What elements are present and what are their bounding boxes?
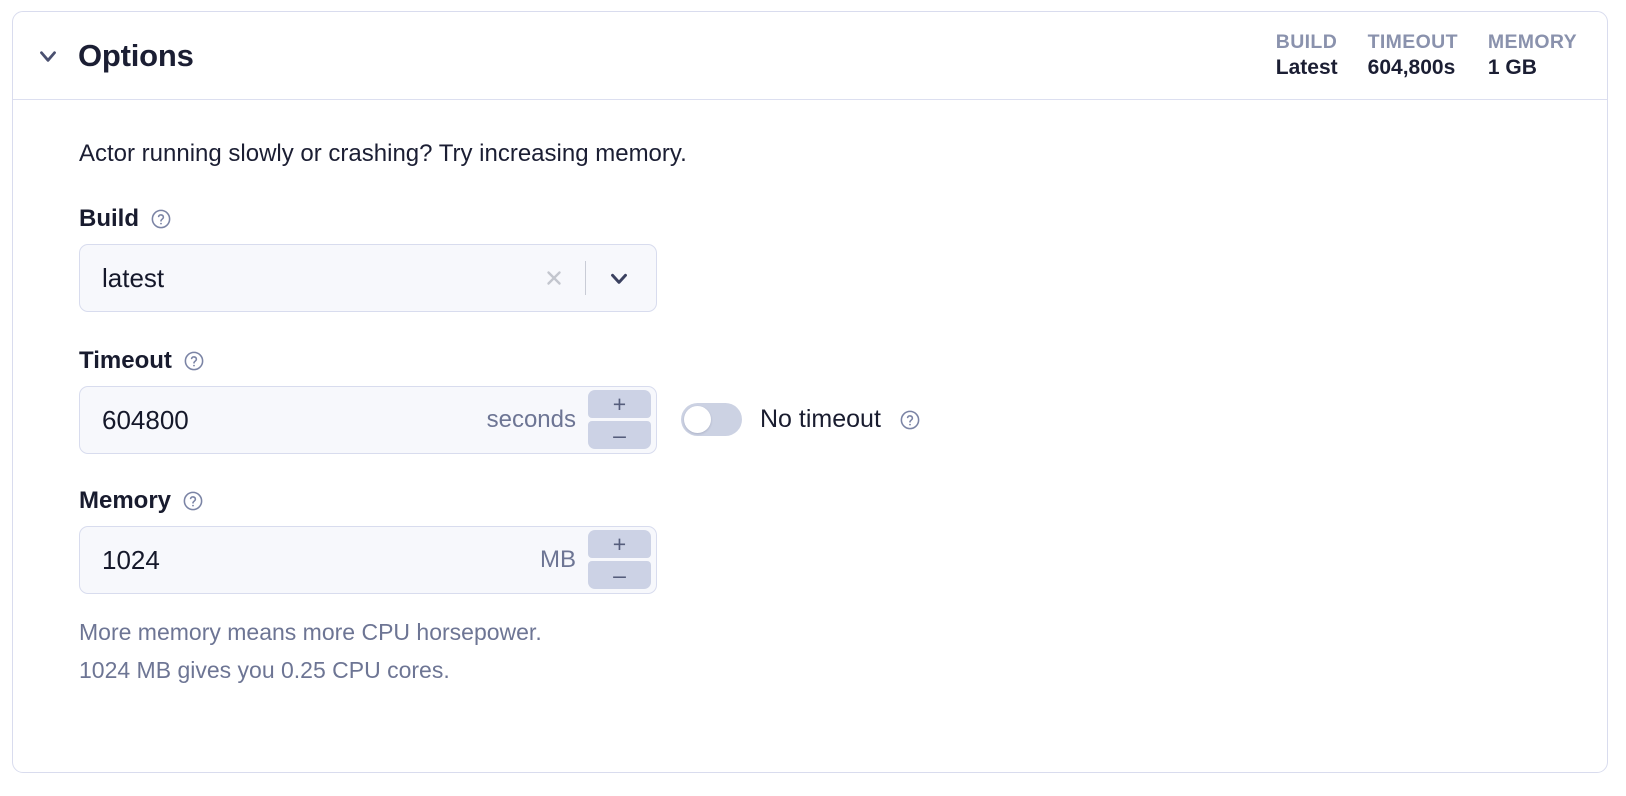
build-select-value: latest — [102, 264, 165, 291]
memory-input[interactable]: 1024 — [102, 546, 160, 573]
memory-label: Memory — [79, 486, 172, 514]
spacer — [79, 454, 1585, 489]
build-select[interactable]: latest — [79, 243, 657, 312]
toggle-knob — [684, 406, 711, 434]
close-icon[interactable] — [537, 261, 571, 295]
stat-memory-value: 1 GB — [1487, 56, 1537, 80]
stat-timeout-label: TIMEOUT — [1367, 30, 1458, 53]
timeout-decrement-button[interactable]: – — [588, 421, 651, 450]
page-title: Options — [78, 38, 194, 73]
build-label-row: Build — [79, 204, 1585, 232]
no-timeout-toggle[interactable] — [681, 403, 742, 437]
timeout-label-row: Timeout — [79, 346, 1585, 374]
select-divider — [585, 260, 586, 295]
timeout-stepper: + – — [588, 390, 656, 450]
timeout-label: Timeout — [79, 346, 172, 374]
help-circle-icon[interactable] — [150, 208, 172, 230]
intro-text: Actor running slowly or crashing? Try in… — [79, 140, 687, 167]
memory-input-shell[interactable]: 1024 MB + – — [79, 525, 657, 594]
timeout-increment-button[interactable]: + — [588, 390, 651, 419]
stat-build-label: BUILD — [1275, 30, 1338, 53]
memory-hint-line-1: More memory means more CPU horsepower. — [79, 618, 542, 645]
memory-unit-label: MB — [540, 545, 576, 573]
memory-hint: More memory means more CPU horsepower. 1… — [79, 614, 1585, 690]
help-circle-icon[interactable] — [899, 409, 921, 431]
memory-stepper: + – — [588, 530, 656, 590]
chevron-down-icon[interactable] — [602, 261, 636, 295]
memory-field-block: Memory 1024 MB + – — [79, 486, 1585, 690]
stat-build: BUILD Latest — [1275, 30, 1338, 80]
build-label: Build — [79, 204, 139, 232]
options-card-body: Actor running slowly or crashing? Try in… — [13, 100, 1607, 690]
stat-memory: MEMORY 1 GB — [1487, 30, 1577, 80]
no-timeout-label: No timeout — [760, 405, 881, 434]
header-stats: BUILD Latest TIMEOUT 604,800s MEMORY 1 G… — [1275, 30, 1585, 80]
options-card: Options BUILD Latest TIMEOUT 604,800s ME… — [12, 11, 1608, 773]
timeout-input[interactable]: 604800 — [102, 406, 189, 433]
build-field-block: Build latest — [79, 204, 1585, 312]
stat-memory-label: MEMORY — [1487, 30, 1577, 53]
spacer — [79, 312, 1585, 349]
memory-increment-button[interactable]: + — [588, 530, 651, 559]
timeout-input-shell[interactable]: 604800 seconds + – — [79, 385, 657, 454]
memory-decrement-button[interactable]: – — [588, 561, 651, 590]
header-left-group: Options — [35, 14, 194, 96]
stat-timeout-value: 604,800s — [1367, 56, 1456, 80]
memory-label-row: Memory — [79, 486, 1585, 514]
timeout-row: 604800 seconds + – No timeout — [79, 385, 1585, 454]
stat-build-value: Latest — [1275, 56, 1338, 80]
no-timeout-group: No timeout — [681, 403, 921, 437]
timeout-unit-label: seconds — [486, 405, 576, 433]
chevron-down-icon[interactable] — [35, 43, 61, 69]
options-card-header[interactable]: Options BUILD Latest TIMEOUT 604,800s ME… — [13, 12, 1607, 100]
help-circle-icon[interactable] — [182, 490, 204, 512]
help-circle-icon[interactable] — [183, 350, 205, 372]
stat-timeout: TIMEOUT 604,800s — [1367, 30, 1458, 80]
timeout-field-block: Timeout 604800 seconds + — [79, 346, 1585, 454]
memory-hint-line-2: 1024 MB gives you 0.25 CPU cores. — [79, 656, 450, 683]
